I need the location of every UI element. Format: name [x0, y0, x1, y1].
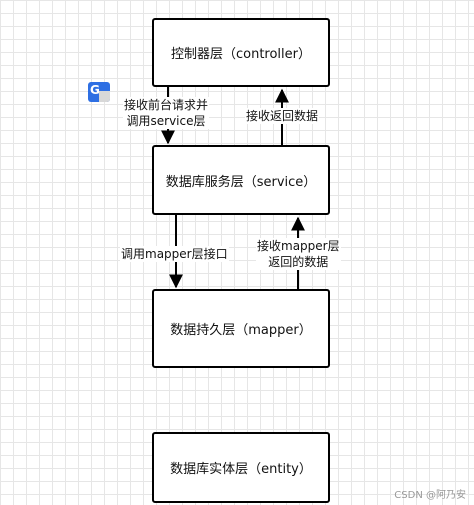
google-translate-icon[interactable]: G: [88, 82, 110, 102]
service-layer-box: 数据库服务层（service）: [152, 145, 330, 215]
mapper-layer-box: 数据持久层（mapper）: [152, 289, 330, 368]
translate-icon-corner: [99, 91, 110, 102]
service-layer-label: 数据库服务层（service）: [165, 174, 317, 190]
call-mapper-arrow-label: 调用mapper层接口: [120, 246, 229, 262]
request-label-line1: 接收前台请求并: [124, 98, 209, 112]
translate-icon-letter: G: [90, 83, 100, 97]
mapper-layer-label: 数据持久层（mapper）: [170, 323, 312, 338]
csdn-watermark: CSDN @阿乃安: [394, 490, 466, 501]
controller-layer-label: 控制器层（controller）: [170, 47, 312, 62]
mapper-return-arrow-label: 接收mapper层 返回的数据: [256, 238, 341, 270]
controller-layer-box: 控制器层（controller）: [152, 18, 330, 87]
request-arrow-label: 接收前台请求并 调用service层: [123, 97, 210, 129]
entity-layer-label: 数据库实体层（entity）: [170, 462, 312, 477]
mapper-return-label-line1: 接收mapper层: [257, 239, 340, 253]
entity-layer-box: 数据库实体层（entity）: [152, 432, 330, 503]
request-label-line2: 调用service层: [126, 114, 206, 128]
mapper-return-label-line2: 返回的数据: [268, 255, 329, 269]
return-arrow-label: 接收返回数据: [245, 108, 320, 124]
